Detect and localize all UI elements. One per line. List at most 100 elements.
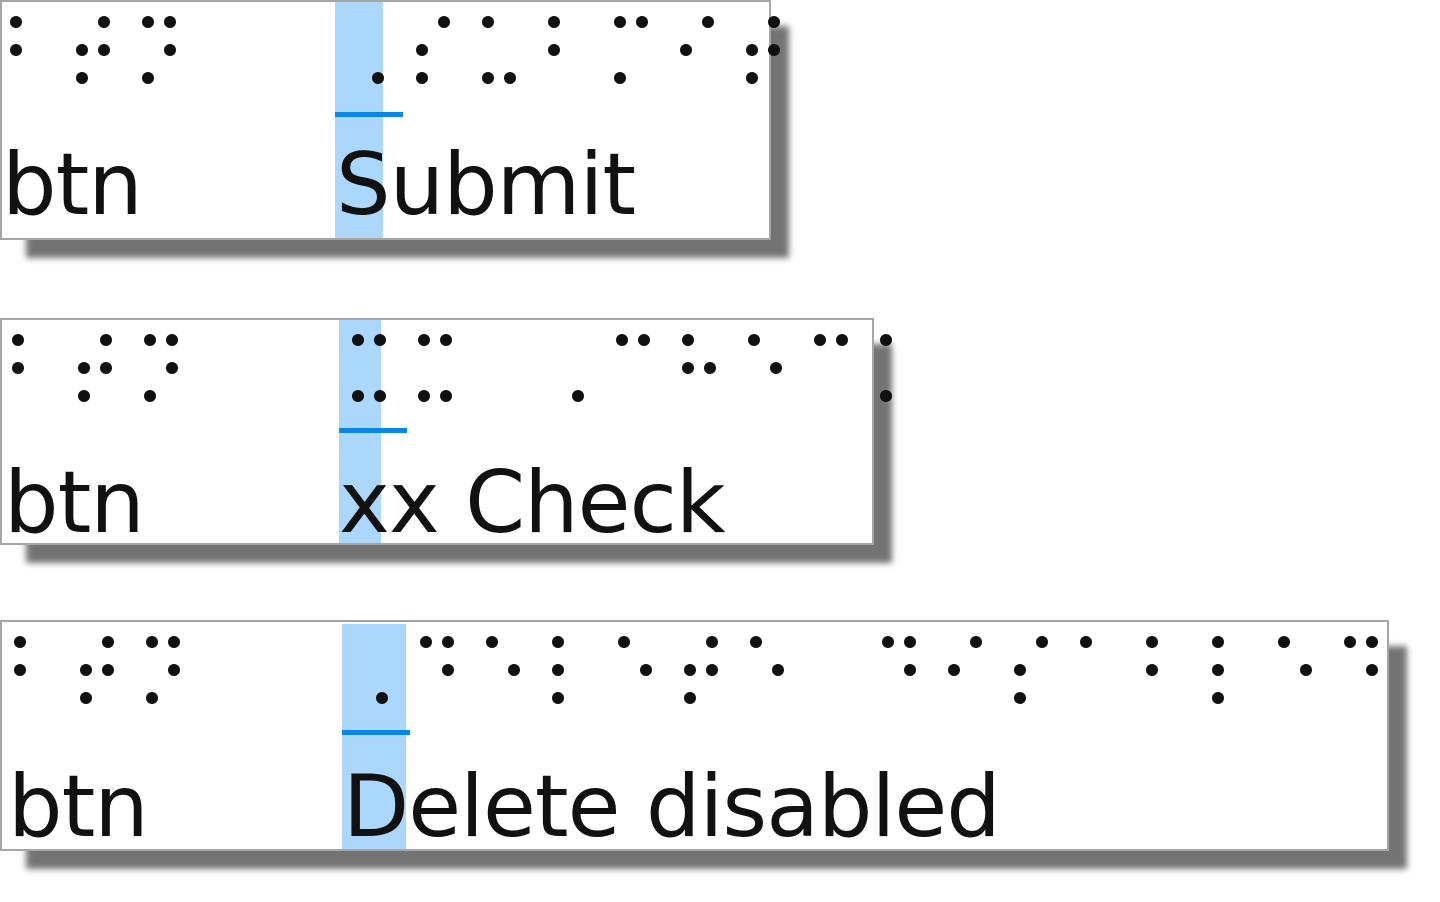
braille-dot: [682, 334, 694, 346]
braille-dot: [1212, 664, 1224, 676]
braille-dot: [572, 390, 584, 402]
braille-dot: [1014, 664, 1026, 676]
braille-dot: [684, 692, 696, 704]
braille-dot: [706, 636, 718, 648]
braille-dot: [618, 636, 630, 648]
braille-dot: [1080, 636, 1092, 648]
braille-dot: [146, 636, 158, 648]
braille-dot: [616, 334, 628, 346]
braille-dot: [1036, 636, 1048, 648]
cursor-highlight: [335, 2, 383, 238]
braille-dot: [636, 16, 648, 28]
braille-dot: [78, 390, 90, 402]
braille-dot: [970, 636, 982, 648]
braille-dot: [1014, 692, 1026, 704]
braille-dot: [768, 44, 780, 56]
braille-dot: [880, 390, 892, 402]
braille-dot: [746, 44, 758, 56]
braille-dot: [80, 692, 92, 704]
braille-dot: [1366, 664, 1378, 676]
braille-dot: [770, 362, 782, 374]
braille-dot: [100, 362, 112, 374]
braille-dot: [1212, 636, 1224, 648]
braille-dot: [750, 636, 762, 648]
braille-dot: [376, 692, 388, 704]
braille-dot: [684, 664, 696, 676]
braille-dot: [164, 16, 176, 28]
braille-dot: [880, 334, 892, 346]
braille-dot: [166, 362, 178, 374]
braille-dot: [486, 636, 498, 648]
braille-dot: [352, 334, 364, 346]
braille-dot: [80, 664, 92, 676]
braille-dot: [98, 16, 110, 28]
braille-dot: [146, 692, 158, 704]
braille-dot: [142, 16, 154, 28]
braille-dot: [552, 636, 564, 648]
braille-dot: [504, 72, 516, 84]
braille-dot: [418, 390, 430, 402]
braille-display-line-submit: btn Submit: [0, 0, 780, 240]
braille-dot: [768, 16, 780, 28]
cursor-underline: [335, 112, 403, 117]
button-text[interactable]: xx Check: [339, 453, 726, 553]
braille-dot: [904, 636, 916, 648]
braille-dot: [166, 334, 178, 346]
braille-dot: [614, 16, 626, 28]
braille-dot: [508, 664, 520, 676]
braille-dot: [704, 362, 716, 374]
braille-dot: [1212, 692, 1224, 704]
braille-dot: [372, 72, 384, 84]
braille-dot: [440, 390, 452, 402]
braille-dot: [164, 44, 176, 56]
braille-dot: [482, 16, 494, 28]
braille-dot: [102, 636, 114, 648]
cursor-underline: [339, 428, 407, 433]
braille-dot: [640, 664, 652, 676]
button-text[interactable]: Submit: [336, 135, 636, 235]
braille-dot: [102, 664, 114, 676]
role-label: btn: [8, 757, 149, 857]
braille-dot: [706, 664, 718, 676]
braille-dot: [1278, 636, 1290, 648]
braille-dot: [78, 362, 90, 374]
braille-dot: [1146, 664, 1158, 676]
braille-dot: [440, 334, 452, 346]
braille-dot: [10, 16, 22, 28]
braille-dot: [836, 334, 848, 346]
braille-dot: [14, 664, 26, 676]
braille-dot: [100, 334, 112, 346]
role-label: btn: [4, 453, 145, 553]
braille-dot: [76, 44, 88, 56]
braille-dot: [1366, 636, 1378, 648]
braille-dot: [1300, 664, 1312, 676]
braille-dot: [680, 44, 692, 56]
cursor-underline: [342, 730, 410, 735]
braille-dot: [682, 362, 694, 374]
braille-display-line-check: btn xx Check: [0, 318, 892, 553]
braille-dot: [14, 636, 26, 648]
braille-dot: [98, 44, 110, 56]
braille-dot: [10, 44, 22, 56]
braille-dot: [374, 390, 386, 402]
braille-dot: [814, 334, 826, 346]
braille-dot: [702, 16, 714, 28]
braille-dot: [12, 362, 24, 374]
braille-dot: [748, 334, 760, 346]
braille-dot: [442, 636, 454, 648]
braille-dot: [438, 16, 450, 28]
button-text[interactable]: Delete disabled: [343, 757, 1001, 857]
braille-dot: [552, 664, 564, 676]
cursor-highlight: [342, 624, 406, 849]
braille-dot: [142, 72, 154, 84]
braille-dot: [76, 72, 88, 84]
braille-display-line-delete: btn Delete disabled: [0, 620, 1389, 851]
braille-dot: [168, 636, 180, 648]
braille-dot: [746, 72, 758, 84]
braille-dot: [416, 44, 428, 56]
braille-dot: [418, 334, 430, 346]
braille-dot: [168, 664, 180, 676]
braille-dot: [614, 72, 626, 84]
braille-dot: [1146, 636, 1158, 648]
braille-dot: [772, 664, 784, 676]
